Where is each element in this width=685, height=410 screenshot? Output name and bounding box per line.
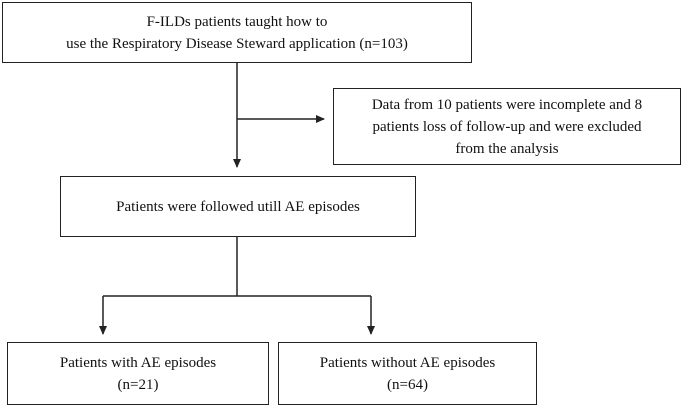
with-ae-box-count: (n=21) [117,376,159,393]
with-ae-box-line-1: Patients with AE episodes [59,354,217,371]
exclusion-box-line-3: from the analysis [455,140,559,157]
follow-up-box-line-1: Patients were followed utill AE episodes [116,198,360,215]
with-ae-box: Patients with AE episodes (n=21) [7,342,269,405]
follow-up-box: Patients were followed utill AE episodes [60,176,416,237]
exclusion-box-line-2: patients loss of follow-up and were excl… [372,118,642,135]
start-box: F-ILDs patients taught how to use the Re… [2,2,472,63]
without-ae-box: Patients without AE episodes (n=64) [278,342,537,405]
exclusion-box: Data from 10 patients were incomplete an… [333,88,681,165]
without-ae-box-line-1: Patients without AE episodes [319,354,496,371]
start-box-line-1: F-ILDs patients taught how to [146,13,328,30]
exclusion-box-line-1: Data from 10 patients were incomplete an… [371,96,643,113]
without-ae-box-count: (n=64) [387,376,428,393]
start-box-line-2: use the Respiratory Disease Steward appl… [66,35,408,52]
